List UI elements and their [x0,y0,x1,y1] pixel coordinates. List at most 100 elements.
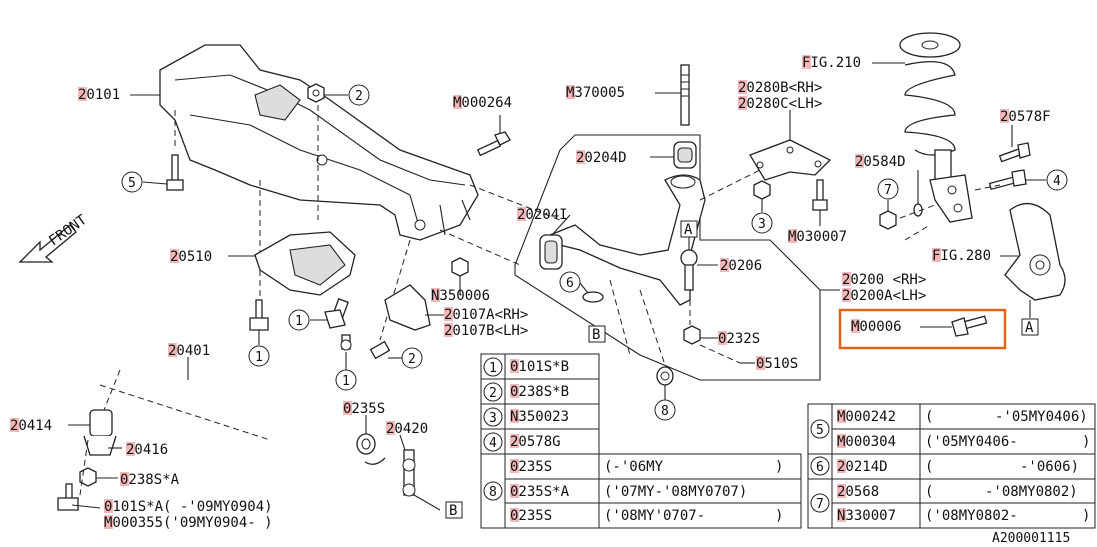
bolt-5-part[interactable] [166,154,184,191]
pin-6-part[interactable] [582,291,604,303]
svg-text:0238S*B: 0238S*B [510,384,569,400]
svg-text:FIG.280: FIG.280 [932,248,991,264]
svg-text:20107B<LH>: 20107B<LH> [444,323,528,339]
strut-assembly-part[interactable] [899,32,973,223]
label-20414[interactable]: 20414 [10,418,52,434]
label-20510[interactable]: 20510 [170,249,212,265]
callout-4[interactable]: 4 [1046,169,1068,191]
svg-text:20420: 20420 [386,421,428,437]
stud-m370005-part[interactable] [680,64,690,126]
callout-3[interactable]: 3 [751,212,773,234]
svg-text:(: ( [925,409,933,425]
svg-text:N350023: N350023 [510,409,569,425]
bolt-0101sa-part[interactable] [57,483,79,511]
label-20584d[interactable]: 20584D [855,154,906,170]
nut-n350006-part[interactable] [451,257,469,277]
svg-text:8: 8 [661,404,669,419]
table-left-row-2[interactable]: 2 0238S*B [483,382,569,402]
svg-text:2: 2 [489,386,497,401]
label-20280c[interactable]: 20280C<LH> [738,96,822,112]
bolt-1b-part[interactable] [324,298,349,329]
bolt-20578f-part[interactable] [998,142,1031,163]
label-20206[interactable]: 20206 [720,258,762,274]
callout-2[interactable]: 2 [348,84,370,106]
callout-1b[interactable]: 1 [288,309,310,331]
label-20280b[interactable]: 20280B<RH> [738,80,822,96]
svg-text:6: 6 [816,460,824,475]
nut-7-part[interactable] [879,210,897,230]
label-20416[interactable]: 20416 [126,442,168,458]
svg-text:1: 1 [489,361,497,376]
label-0232s[interactable]: 0232S [718,331,760,347]
stabilizer-bar-part[interactable] [69,280,386,465]
callout-8[interactable]: 8 [654,399,676,421]
bushing-20204d-part[interactable] [673,141,697,169]
table-left-row-4[interactable]: 4 20578G [483,432,561,452]
label-20107a[interactable]: 20107A<RH> [444,307,528,323]
bolt-1c-part[interactable] [340,334,352,351]
callout-5[interactable]: 5 [121,171,143,193]
table-right-group-6[interactable]: 6 20214D ( -'0606) [810,456,1079,476]
label-fig210[interactable]: FIG.210 [802,55,861,71]
svg-text:20200 <RH>: 20200 <RH> [842,272,926,288]
lower-arm-part[interactable] [539,174,706,306]
knuckle-part[interactable] [1004,203,1066,301]
bolt-m030007-part[interactable] [812,179,828,211]
svg-text:(-'06MY: (-'06MY [604,459,664,475]
table-left-row-1[interactable]: 1 0101S*B [483,357,569,377]
label-20420[interactable]: 20420 [386,421,428,437]
label-20101[interactable]: 20101 [78,87,120,103]
nut-0238sa-part[interactable] [79,467,97,487]
nut-0232s-part[interactable] [683,325,701,345]
link-20420-part[interactable] [402,449,441,511]
nut-3-part[interactable] [753,180,771,200]
label-20204i[interactable]: 20204I [517,207,568,223]
label-20107b[interactable]: 20107B<LH> [444,323,528,339]
callout-1c[interactable]: 1 [335,369,357,391]
bolt-m00006-part[interactable] [951,315,988,337]
bracket-20107-part[interactable] [384,284,431,331]
table-left-row-3[interactable]: 3 N350023 [483,407,569,427]
crossmember-part[interactable] [159,44,479,241]
label-m00006[interactable]: M00006 [851,319,902,335]
label-20204d[interactable]: 20204D [576,150,627,166]
callout-2b[interactable]: 2 [401,347,423,369]
label-0101sa[interactable]: 0101S*A( -'09MY0904) [104,499,273,515]
label-20401[interactable]: 20401 [168,343,210,359]
callout-7[interactable]: 7 [877,178,899,200]
front-arrow [18,224,77,263]
label-0238sa[interactable]: 0238S*A [120,472,180,488]
nut-8-part[interactable] [656,366,674,386]
bolt-2b-part[interactable] [369,340,391,360]
label-20578f[interactable]: 20578F [1000,109,1051,125]
svg-text:3: 3 [489,411,497,426]
label-0510s[interactable]: 0510S [756,356,798,372]
highlight-box [838,308,1007,350]
label-m000264[interactable]: M000264 [453,95,512,111]
clamp-20416-part[interactable] [83,435,117,456]
label-m000355[interactable]: M000355('09MY0904- ) [104,515,273,531]
svg-text:3: 3 [758,217,766,232]
label-fig280[interactable]: FIG.280 [932,248,991,264]
table-right-group-5[interactable]: 5 M000242 ( -'05MY0406) M000304 ('05MY04… [810,409,1090,450]
bush-20414-part[interactable] [89,409,113,437]
label-20200-rh[interactable]: 20200 <RH> [842,272,926,288]
label-n350006[interactable]: N350006 [431,288,490,304]
svg-text:('08MY0802-: ('08MY0802- [925,508,1018,524]
bolt-m000264-part[interactable] [476,131,511,157]
bracket-20280-part[interactable] [749,139,832,181]
table-left-group-8[interactable]: 8 0235S (-'06MY ) 0235S*A ('07MY-'08MY07… [483,459,783,524]
nut-0235s-part[interactable] [356,433,376,455]
plate-20510-part[interactable] [254,231,356,296]
label-20200a-lh[interactable]: 20200A<LH> [842,288,926,304]
label-m370005[interactable]: M370005 [566,85,625,101]
callout-1a[interactable]: 1 [248,345,270,367]
nut-2-part[interactable] [307,83,325,103]
svg-text:20414: 20414 [10,418,52,434]
bolt-1a-part[interactable] [249,299,269,331]
label-m030007[interactable]: M030007 [788,229,847,245]
table-right-group-7[interactable]: 7 20568 ( -'08MY0802) N330007 ('08MY0802… [810,484,1090,524]
label-0235s[interactable]: 0235S [343,401,385,417]
callout-6[interactable]: 6 [559,271,581,293]
